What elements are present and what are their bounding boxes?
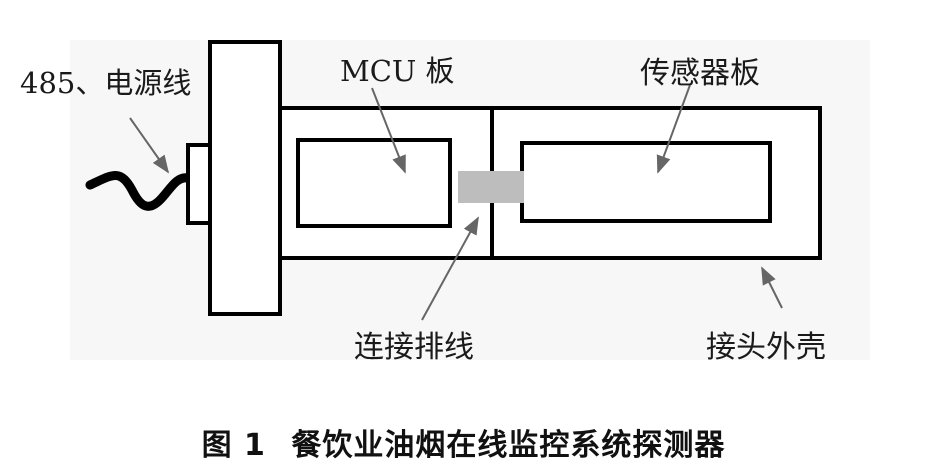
figure-title: 餐饮业油烟在线监控系统探测器	[291, 428, 726, 463]
ribbon-label: 连接排线	[354, 330, 474, 365]
figure-caption: 图 1 餐饮业油烟在线监控系统探测器	[0, 420, 927, 464]
mcu-board-label: MCU 板	[340, 54, 455, 88]
ribbon-leader-arrow	[421, 216, 479, 321]
cable-wire	[85, 171, 193, 211]
housing-leader-arrow	[761, 266, 783, 309]
sensor-board-label: 传感器板	[640, 56, 760, 91]
mcu-board-rect	[296, 138, 452, 228]
figure-number: 图 1	[201, 428, 266, 463]
flange-plate	[208, 40, 282, 316]
ribbon-cable	[458, 171, 524, 203]
mcu-leader-arrow	[371, 87, 406, 174]
sensor-board-rect	[520, 141, 772, 223]
cable-connector	[186, 143, 212, 225]
housing-label: 接头外壳	[706, 330, 826, 365]
sensor-leader-arrow	[656, 84, 691, 174]
cable-label: 485、电源线	[20, 66, 192, 100]
cable-leader-arrow	[129, 117, 170, 174]
